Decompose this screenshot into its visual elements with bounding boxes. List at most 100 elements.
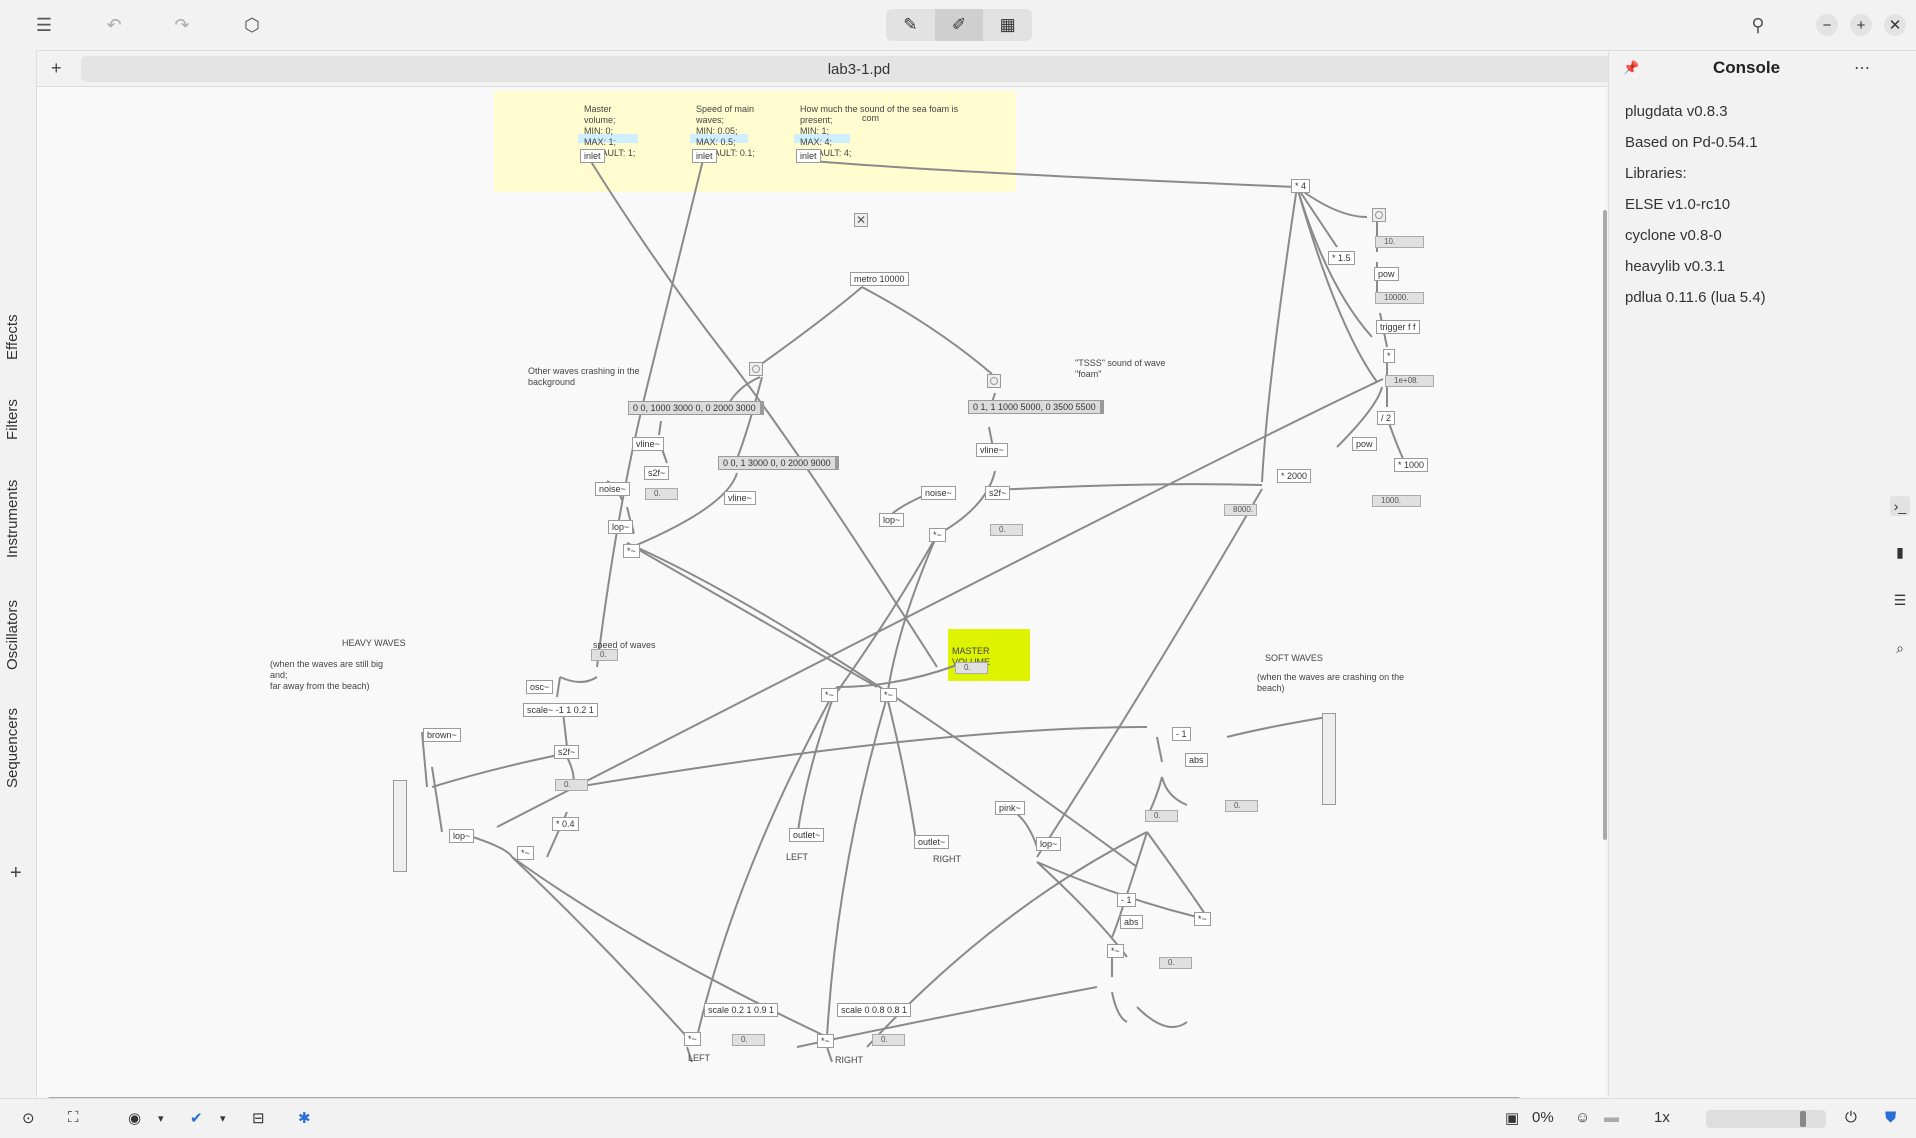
vertical-slider[interactable] <box>1322 713 1336 805</box>
documentation-icon[interactable]: ▮ <box>1896 543 1904 560</box>
fullscreen-icon[interactable]: ⛶ <box>68 1109 79 1126</box>
object-lop-1[interactable]: lop~ <box>608 520 634 534</box>
object-noise-1[interactable]: noise~ <box>595 482 630 496</box>
align-icon[interactable]: ⊟ <box>252 1110 265 1127</box>
undo-icon[interactable]: ↶ <box>106 14 122 35</box>
object-brown[interactable]: brown~ <box>423 728 461 742</box>
object-abs-1[interactable]: abs <box>1185 753 1208 767</box>
more-options-icon[interactable]: ⋯ <box>1854 60 1870 77</box>
object-mul-3[interactable]: *~ <box>517 846 534 860</box>
power-icon[interactable]: ⏻ <box>1845 1109 1857 1126</box>
number-box[interactable]: 1000. <box>1372 495 1421 507</box>
smiley-icon[interactable]: ☺ <box>1575 1109 1591 1126</box>
object-lop-4[interactable]: lop~ <box>1036 837 1062 851</box>
object-mul-right-2[interactable]: *~ <box>817 1034 834 1048</box>
chevron-down-icon[interactable]: ▾ <box>158 1113 164 1125</box>
plugin-icon[interactable]: ⚲ <box>1751 14 1765 35</box>
bang-button[interactable] <box>987 374 1001 388</box>
number-box[interactable]: 0. <box>591 649 618 661</box>
number-box[interactable]: 0. <box>1225 800 1258 812</box>
object-mul-5[interactable]: *~ <box>1107 944 1124 958</box>
message-envelope-2[interactable]: 0 0, 1 3000 0, 0 2000 9000 <box>718 456 839 470</box>
search-icon[interactable]: ⌕ <box>1896 639 1904 656</box>
add-object-icon[interactable]: ⬡ <box>244 14 260 35</box>
number-box[interactable]: 0. <box>955 662 988 674</box>
toggle[interactable]: ✕ <box>854 213 868 227</box>
object-outlet-right[interactable]: outlet~ <box>914 835 950 849</box>
object-inlet-master[interactable]: inlet <box>580 149 605 163</box>
object-vline-3[interactable]: vline~ <box>976 443 1008 457</box>
number-box[interactable]: 0. <box>872 1034 905 1046</box>
object-trigger[interactable]: trigger f f <box>1376 320 1420 334</box>
object-mul-right[interactable]: *~ <box>880 688 897 702</box>
object-inlet-foam[interactable]: inlet <box>796 149 821 163</box>
object-pow-1[interactable]: pow <box>1374 267 1399 281</box>
zoom-level[interactable]: 1x <box>1654 1109 1670 1126</box>
object-mul-left-2[interactable]: *~ <box>684 1032 701 1046</box>
object-mul-6[interactable]: *~ <box>1194 912 1211 926</box>
number-box[interactable]: 0. <box>555 779 588 791</box>
object-osc[interactable]: osc~ <box>526 680 554 694</box>
object-metro[interactable]: metro 10000 <box>850 272 909 286</box>
maximize-icon[interactable]: + <box>1850 14 1872 36</box>
locate-icon[interactable]: ⊙ <box>22 1110 35 1127</box>
object-minus-2[interactable]: - 1 <box>1117 893 1136 907</box>
snap-icon[interactable]: ✔ <box>190 1110 203 1127</box>
number-box[interactable]: 0. <box>645 488 678 500</box>
protect-icon[interactable]: ⛊ <box>1885 1109 1897 1126</box>
object-s2f-3[interactable]: s2f~ <box>554 745 580 759</box>
number-box[interactable]: 10000. <box>1375 292 1424 304</box>
visibility-icon[interactable]: ◉ <box>128 1110 142 1127</box>
object-mul-1000[interactable]: * 1000 <box>1394 458 1429 472</box>
object-scale-3[interactable]: scale 0 0.8 0.8 1 <box>837 1003 912 1017</box>
debug-icon[interactable]: ✱ <box>298 1110 311 1127</box>
object-outlet-left[interactable]: outlet~ <box>789 828 825 842</box>
hamburger-menu-icon[interactable]: ☰ <box>35 14 53 35</box>
object-lop-3[interactable]: lop~ <box>449 829 475 843</box>
number-box[interactable]: 8000. <box>1224 504 1257 516</box>
object-mul-2000[interactable]: * 2000 <box>1277 469 1312 483</box>
object-pow-2[interactable]: pow <box>1352 437 1377 451</box>
object-scale-1[interactable]: scale~ -1 1 0.2 1 <box>523 703 598 717</box>
sidebar-item-instruments[interactable]: Instruments <box>4 479 21 558</box>
object-mul-2[interactable]: *~ <box>929 528 946 542</box>
object-noise-2[interactable]: noise~ <box>921 486 956 500</box>
console-icon[interactable]: ›_ <box>1890 496 1910 516</box>
sidebar-item-oscillators[interactable]: Oscillators <box>4 599 21 670</box>
pin-icon[interactable]: 📌 <box>1623 60 1640 75</box>
patch-canvas[interactable]: Master volume; MIN: 0; MAX: 1; DEFAULT: … <box>37 87 1605 1097</box>
sidebar-item-filters[interactable]: Filters <box>4 399 21 440</box>
sidebar-add-button[interactable]: + <box>10 862 22 884</box>
number-box[interactable]: 0. <box>732 1034 765 1046</box>
object-mul-0-4[interactable]: * 0.4 <box>552 817 579 831</box>
bang-button[interactable] <box>749 362 763 376</box>
presentation-mode-icon[interactable]: ▦ <box>999 15 1016 34</box>
inspector-icon[interactable]: ☰ <box>1893 591 1907 608</box>
vertical-scrollbar[interactable] <box>1603 210 1607 840</box>
sidebar-item-effects[interactable]: Effects <box>4 314 21 360</box>
redo-icon[interactable]: ↷ <box>174 14 190 35</box>
object-pink[interactable]: pink~ <box>995 801 1025 815</box>
number-box[interactable]: 10. <box>1375 236 1424 248</box>
object-div-2[interactable]: / 2 <box>1377 411 1396 425</box>
number-box[interactable]: 0. <box>1145 810 1178 822</box>
object-lop-2[interactable]: lop~ <box>879 513 905 527</box>
run-mode-icon[interactable]: ✐ <box>934 9 984 41</box>
object-mul-left[interactable]: *~ <box>821 688 838 702</box>
bang-button[interactable] <box>1372 208 1386 222</box>
new-tab-button[interactable]: + <box>51 58 62 78</box>
object-minus-1[interactable]: - 1 <box>1172 727 1191 741</box>
tab-lab3-1[interactable]: lab3-1.pd ✕ <box>81 56 1637 82</box>
object-s2f-2[interactable]: s2f~ <box>985 486 1011 500</box>
volume-slider-handle[interactable] <box>1800 1111 1806 1127</box>
message-envelope-3[interactable]: 0 1, 1 1000 5000, 0 3500 5500 <box>968 400 1104 414</box>
object-inlet-speed[interactable]: inlet <box>692 149 717 163</box>
object-star[interactable]: * <box>1383 349 1395 363</box>
number-box[interactable]: 0. <box>1159 957 1192 969</box>
sidebar-item-sequencers[interactable]: Sequencers <box>4 707 21 788</box>
object-vline-2[interactable]: vline~ <box>724 491 756 505</box>
volume-slider[interactable] <box>1706 1110 1826 1128</box>
object-mul-1[interactable]: *~ <box>623 544 640 558</box>
edit-mode-icon[interactable]: ✎ <box>903 15 918 34</box>
object-s2f-1[interactable]: s2f~ <box>644 466 670 480</box>
